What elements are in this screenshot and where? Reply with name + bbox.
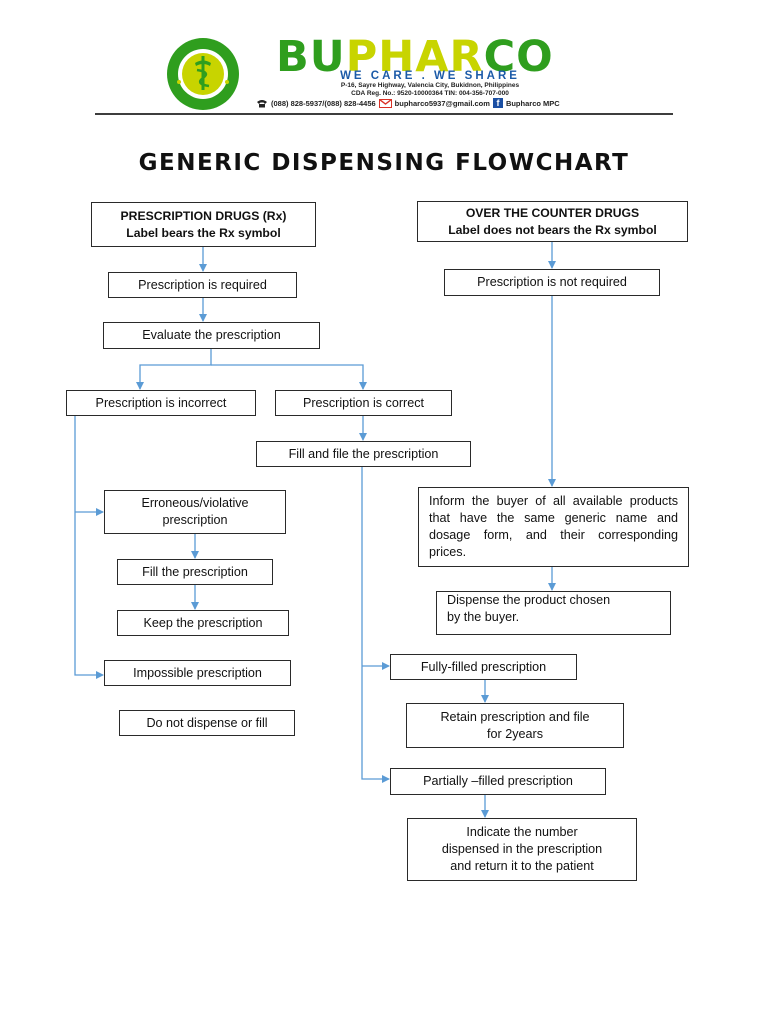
node-rx-title: PRESCRIPTION DRUGS (Rx) (120, 208, 287, 223)
contact-line: (088) 828-5937/(088) 828-4456 bupharco59… (256, 98, 560, 108)
arrow-fill-file-to-partial (361, 466, 390, 783)
node-dispense-chosen: Dispense the product chosen by the buyer… (436, 591, 671, 635)
address-line: P-16, Sayre Highway, Valencia City, Buki… (340, 82, 520, 89)
node-prescription-drugs: PRESCRIPTION DRUGS (Rx) Label bears the … (91, 202, 316, 247)
brand-part-co: CO (483, 32, 554, 82)
node-impossible-prescription: Impossible prescription (104, 660, 291, 686)
node-fully-filled: Fully-filled prescription (390, 654, 577, 680)
node-indicate-line2: dispensed in the prescription (441, 842, 603, 856)
node-erroneous-prescription: Erroneous/violative prescription (104, 490, 286, 534)
node-otc-title: OVER THE COUNTER DRUGS (465, 205, 640, 220)
arrow-incorrect-to-impossible (74, 416, 104, 679)
node-prescription-incorrect: Prescription is incorrect (66, 390, 256, 416)
facebook-icon: f (492, 98, 503, 108)
phone-icon (257, 99, 267, 107)
node-fill-prescription: Fill the prescription (117, 559, 273, 585)
brand-name: BUPHARCO (276, 34, 554, 80)
node-erroneous-line2: prescription (162, 513, 228, 527)
tagline: WE CARE . WE SHARE (340, 70, 520, 82)
header-divider (95, 113, 673, 115)
phone-numbers: (088) 828-5937/(088) 828-4456 (271, 98, 376, 108)
node-retain-line1: Retain prescription and file (440, 709, 590, 724)
facebook-page[interactable]: Bupharco MPC (505, 98, 560, 108)
brand-part-phar: PHAR (345, 32, 484, 82)
brand-part-bu: BU (276, 32, 346, 82)
node-rx-subtitle: Label bears the Rx symbol (126, 225, 281, 240)
node-do-not-dispense: Do not dispense or fill (119, 710, 295, 736)
node-otc-subtitle: Label does not bears the Rx symbol (448, 222, 657, 237)
node-inform-buyer: Inform the buyer of all available produc… (418, 487, 689, 567)
node-indicate-number: Indicate the number dispensed in the pre… (407, 818, 637, 881)
email-address[interactable]: bupharco5937@gmail.com (394, 98, 490, 108)
node-partially-filled: Partially –filled prescription (390, 768, 606, 795)
node-erroneous-line1: Erroneous/violative (141, 496, 249, 510)
arrow-evaluate-to-correct (211, 364, 367, 390)
bupharco-seal-logo (167, 38, 239, 110)
node-prescription-not-required: Prescription is not required (444, 269, 660, 296)
address-block: P-16, Sayre Highway, Valencia City, Buki… (300, 82, 560, 98)
page-title: GENERIC DISPENSING FLOWCHART (138, 150, 630, 176)
node-dispense-line2: by the buyer. (447, 610, 520, 624)
node-keep-prescription: Keep the prescription (117, 610, 289, 636)
gmail-icon (378, 98, 392, 108)
node-prescription-correct: Prescription is correct (275, 390, 452, 416)
node-indicate-line1: Indicate the number (466, 825, 578, 839)
node-retain-line2: for 2years (487, 726, 543, 741)
node-dispense-line1: Dispense the product chosen (447, 593, 611, 607)
node-indicate-line3: and return it to the patient (450, 859, 594, 873)
node-over-the-counter: OVER THE COUNTER DRUGS Label does not be… (417, 201, 688, 242)
arrow-evaluate-to-incorrect (136, 348, 212, 390)
registration-line: CDA Reg. No.: 9520-10000364 TIN: 004-356… (351, 90, 509, 97)
node-fill-and-file: Fill and file the prescription (256, 441, 471, 467)
node-evaluate-prescription: Evaluate the prescription (103, 322, 320, 349)
node-retain-prescription: Retain prescription and file for 2years (406, 703, 624, 748)
node-prescription-required: Prescription is required (108, 272, 297, 298)
